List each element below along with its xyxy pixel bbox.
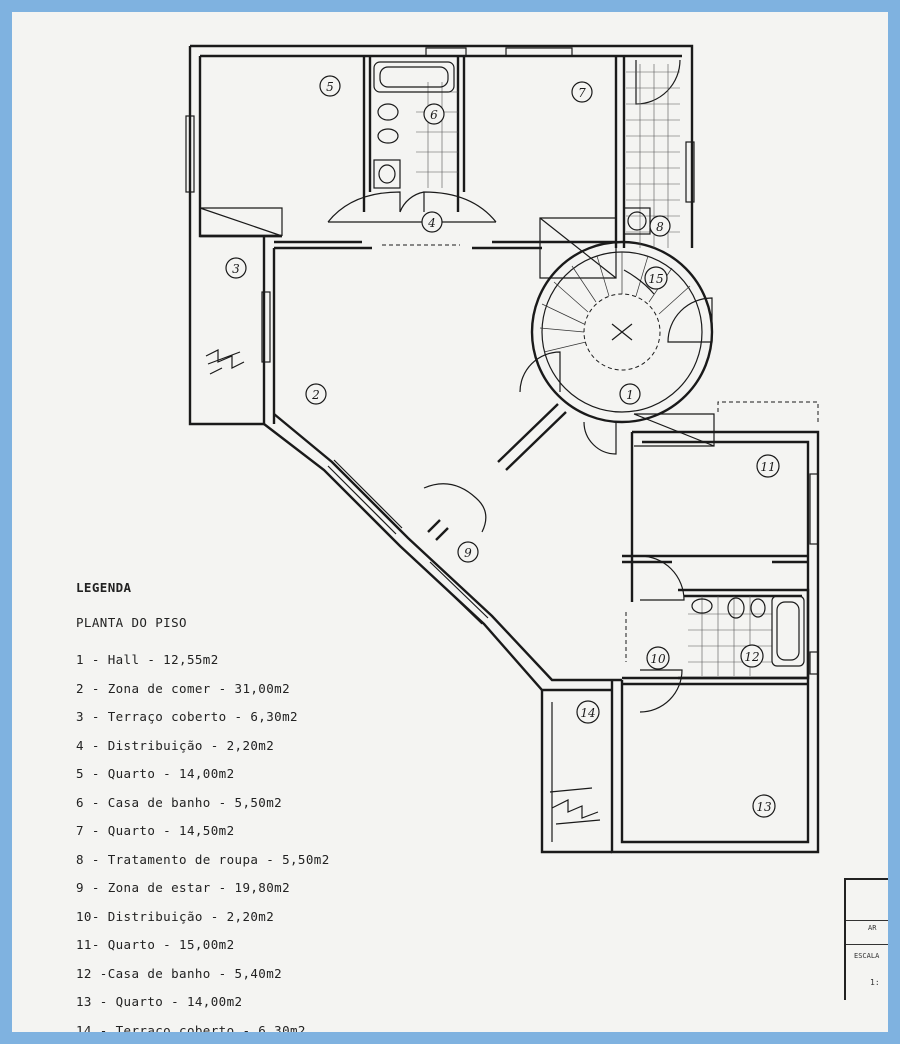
svg-text:14: 14 xyxy=(580,706,595,720)
stamp-top-text: AR xyxy=(868,924,877,932)
room-1: 1 xyxy=(619,383,641,405)
legend: LEGENDA PLANTA DO PISO 1 - Hall - 12,55m… xyxy=(76,580,330,1032)
svg-text:12: 12 xyxy=(744,650,759,664)
room-4: 4 xyxy=(421,211,443,233)
room-13: 13 xyxy=(752,794,776,818)
legend-item: 10- Distribuição - 2,20m2 xyxy=(76,908,275,924)
room-15: 15 xyxy=(644,266,668,290)
svg-text:2: 2 xyxy=(311,388,320,402)
floor-plan: 1 2 3 4 5 6 7 8 9 10 11 12 13 14 15 xyxy=(185,44,820,854)
room-9: 9 xyxy=(457,541,479,563)
legend-item: 6 - Casa de banho - 5,50m2 xyxy=(76,794,283,810)
svg-text:10: 10 xyxy=(650,652,666,666)
svg-text:15: 15 xyxy=(648,272,663,286)
stamp-bottom-text: 1: xyxy=(870,978,880,987)
svg-text:11: 11 xyxy=(760,460,775,474)
outer-walls xyxy=(188,44,820,854)
door-swings xyxy=(399,59,713,713)
svg-text:1: 1 xyxy=(626,388,634,402)
svg-text:3: 3 xyxy=(232,262,240,276)
legend-item: 8 - Tratamento de roupa - 5,50m2 xyxy=(76,851,330,867)
room-14: 14 xyxy=(576,700,600,724)
legend-item: 1 - Hall - 12,55m2 xyxy=(76,652,219,667)
legend-item: 14 - Terraço coberto - 6,30m2 xyxy=(76,1022,306,1033)
room-8: 8 xyxy=(649,215,671,237)
legend-title: LEGENDA xyxy=(76,580,132,595)
legend-item: 2 - Zona de comer - 31,00m2 xyxy=(76,680,290,696)
svg-text:5: 5 xyxy=(326,80,334,94)
room-2: 2 xyxy=(305,383,327,405)
legend-item: 7 - Quarto - 14,50m2 xyxy=(76,823,235,838)
drawing-sheet: 1 2 3 4 5 6 7 8 9 10 11 12 13 14 15 LEGE… xyxy=(12,12,888,1032)
legend-subtitle: PLANTA DO PISO xyxy=(76,615,187,630)
legend-item: 13 - Quarto - 14,00m2 xyxy=(76,994,243,1009)
svg-text:9: 9 xyxy=(464,546,472,560)
legend-item: 4 - Distribuição - 2,20m2 xyxy=(76,737,275,753)
legend-item: 9 - Zona de estar - 19,80m2 xyxy=(76,880,290,895)
room-3: 3 xyxy=(225,257,247,279)
room-labels: 1 2 3 4 5 6 7 8 9 10 11 12 13 14 15 xyxy=(225,75,780,818)
room-10: 10 xyxy=(646,646,670,670)
legend-item: 3 - Terraço coberto - 6,30m2 xyxy=(76,709,298,724)
legend-item: 12 -Casa de banho - 5,40m2 xyxy=(76,965,283,981)
legend-item: 5 - Quarto - 14,00m2 xyxy=(76,766,235,781)
terrace-steps xyxy=(205,349,601,825)
interior-walls xyxy=(199,56,810,686)
bath-12-fixtures xyxy=(688,595,805,676)
windows xyxy=(185,47,819,675)
room-12: 12 xyxy=(740,644,764,668)
bath-6-fixtures xyxy=(373,61,458,189)
room-11: 11 xyxy=(756,454,780,478)
svg-text:6: 6 xyxy=(430,108,438,122)
overhang-outline xyxy=(717,401,819,422)
title-block-stamp: AR ESCALA 1: xyxy=(844,878,888,1000)
stamp-mid-text: ESCALA xyxy=(854,952,880,960)
svg-text:4: 4 xyxy=(427,216,436,230)
room-5: 5 xyxy=(319,75,341,97)
svg-text:7: 7 xyxy=(578,86,586,100)
svg-text:8: 8 xyxy=(656,220,664,234)
room-7: 7 xyxy=(571,81,593,103)
legend-item: 11- Quarto - 15,00m2 xyxy=(76,937,235,952)
room-6: 6 xyxy=(423,103,445,125)
svg-text:13: 13 xyxy=(756,800,772,814)
